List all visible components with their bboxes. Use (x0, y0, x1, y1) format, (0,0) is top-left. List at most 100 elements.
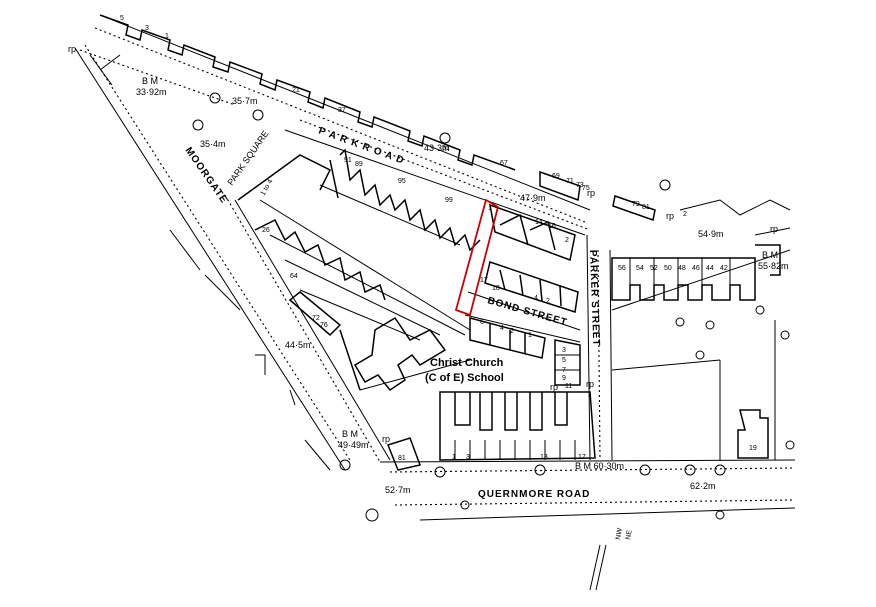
svg-text:4: 4 (534, 295, 538, 302)
svg-text:54: 54 (636, 265, 644, 272)
park-road (79, 14, 591, 236)
svg-text:37: 37 (338, 107, 346, 114)
misc-lines (169, 199, 791, 591)
svg-text:50: 50 (664, 265, 672, 272)
trees (192, 92, 795, 522)
svg-text:1: 1 (488, 205, 492, 212)
svg-text:19: 19 (749, 445, 757, 452)
svg-text:42: 42 (720, 265, 728, 272)
svg-text:16: 16 (548, 223, 556, 230)
rp-marker: rp (666, 211, 674, 221)
house-numbers: 5 3 1 21 37 51 67 69 71 73 75 79 81 1 to… (120, 15, 757, 462)
height-357: 35·7m (232, 96, 258, 106)
svg-text:95: 95 (398, 178, 406, 185)
quernmore-terraces (387, 391, 596, 471)
bm-value-3: 55·82m (758, 261, 789, 271)
svg-text:11: 11 (565, 383, 572, 390)
svg-text:17: 17 (578, 454, 586, 461)
left-fan-terrace (237, 154, 471, 341)
svg-text:1: 1 (452, 454, 456, 461)
bm-label-4: B M 60·30m (575, 461, 624, 471)
bm-label-1: B M (142, 76, 158, 86)
svg-text:13: 13 (540, 454, 548, 461)
svg-text:52: 52 (650, 265, 658, 272)
svg-text:81: 81 (398, 455, 406, 462)
svg-text:48: 48 (678, 265, 686, 272)
svg-text:5: 5 (562, 357, 566, 364)
top-terraces (99, 14, 656, 221)
svg-text:26: 26 (262, 227, 270, 234)
svg-text:76: 76 (320, 322, 328, 329)
svg-text:73: 73 (576, 182, 584, 189)
school-name-line1: Christ Church (430, 357, 504, 369)
rp-marker: rp (587, 188, 595, 198)
highlighted-plot[interactable] (454, 198, 500, 317)
svg-text:17: 17 (480, 277, 488, 284)
svg-text:44: 44 (706, 265, 714, 272)
parker-street-terrace (611, 244, 791, 460)
svg-text:64: 64 (290, 273, 298, 280)
parker-street-road (586, 234, 613, 461)
svg-text:14: 14 (535, 219, 543, 226)
height-549: 54·9m (698, 229, 724, 239)
svg-text:21: 21 (292, 87, 300, 94)
svg-text:91: 91 (344, 157, 352, 164)
school-building (339, 316, 471, 392)
compass-ne: NE (625, 529, 634, 540)
svg-text:2: 2 (546, 298, 550, 305)
svg-text:9: 9 (562, 375, 566, 382)
rp-marker: rp (770, 224, 778, 234)
height-622: 62·2m (690, 481, 716, 491)
svg-text:1: 1 (528, 332, 532, 339)
height-527: 52·7m (385, 485, 411, 495)
height-445: 44·5m (285, 340, 311, 350)
bm-value-1: 33·92m (136, 87, 167, 97)
svg-text:4: 4 (500, 325, 504, 332)
svg-text:2: 2 (683, 211, 687, 218)
svg-text:56: 56 (618, 265, 626, 272)
rp-marker: rp (382, 434, 390, 444)
svg-text:89: 89 (355, 161, 363, 168)
compass-nw: NW (615, 527, 624, 540)
svg-text:99: 99 (445, 197, 453, 204)
rp-marker: rp (68, 44, 76, 54)
svg-text:72: 72 (312, 315, 320, 322)
svg-text:67: 67 (500, 160, 508, 167)
svg-text:51: 51 (442, 145, 450, 152)
height-479: 47·9m (520, 193, 546, 203)
quernmore-road (379, 459, 796, 521)
svg-text:5: 5 (120, 15, 124, 22)
svg-text:2: 2 (510, 328, 514, 335)
svg-text:46: 46 (692, 265, 700, 272)
rp-marker: rp (550, 382, 558, 392)
rp-marker: rp (586, 379, 594, 389)
height-433: 43·3m (424, 143, 450, 153)
svg-text:69: 69 (552, 173, 560, 180)
bm-label-2: B M (342, 429, 358, 439)
svg-text:7: 7 (562, 367, 566, 374)
moorgate-road (74, 44, 391, 471)
quernmore-road-label: QUERNMORE ROAD (478, 489, 590, 500)
bond-street-road (464, 291, 581, 343)
svg-text:79: 79 (632, 201, 640, 208)
school-name-line2: (C of E) School (425, 372, 504, 384)
svg-text:2: 2 (565, 237, 569, 244)
moorgate-label: MOORGATE (183, 145, 230, 206)
bond-street-label: BOND STREET (486, 295, 569, 328)
bond-street-terraces (469, 261, 581, 386)
svg-text:10: 10 (492, 285, 500, 292)
bm-value-2: 49·49m (338, 440, 369, 450)
svg-text:6: 6 (480, 319, 484, 326)
svg-text:3: 3 (145, 25, 149, 32)
bm-label-3: B M (762, 250, 778, 260)
parker-street-label: PARKER STREET (587, 250, 601, 347)
svg-text:1 to 4: 1 to 4 (260, 178, 275, 197)
svg-text:1: 1 (165, 33, 169, 40)
park-square-label: PARK SQUARE (225, 129, 270, 187)
svg-text:71: 71 (566, 178, 574, 185)
svg-text:3: 3 (466, 454, 470, 461)
svg-text:81: 81 (642, 204, 650, 211)
svg-text:75: 75 (582, 185, 590, 192)
